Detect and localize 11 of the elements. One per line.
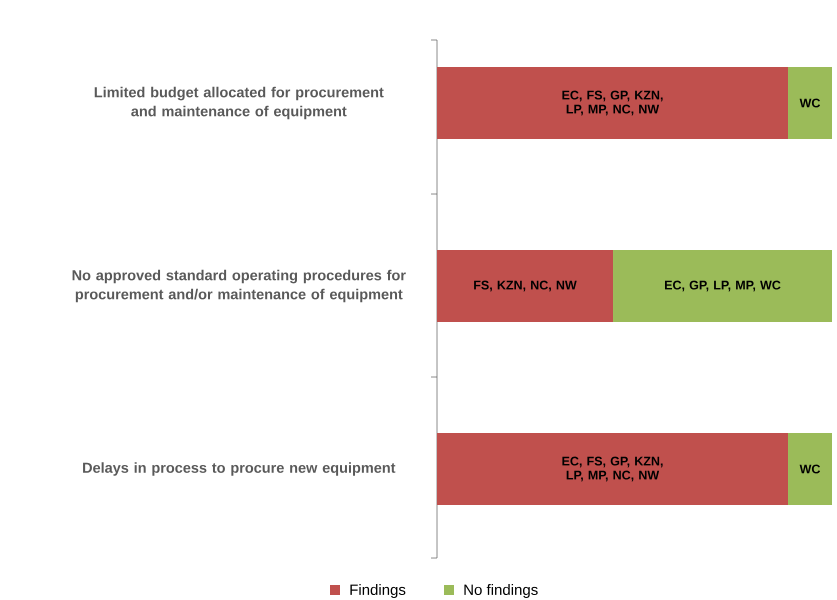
bar-segment: WC — [788, 67, 832, 139]
bar-segment: WC — [788, 433, 832, 505]
bar-segment: EC, FS, GP, KZN, LP, MP, NC, NW — [437, 67, 788, 139]
bar-segment: EC, FS, GP, KZN, LP, MP, NC, NW — [437, 433, 788, 505]
category-label: No approved standard operating procedures for procurement and/or maintenance of equipment — [72, 270, 406, 302]
bar-segment: EC, GP, LP, MP, WC — [613, 250, 832, 322]
category-label: Delays in process to procure new equipment — [83, 462, 396, 476]
legend-label: No findings — [464, 584, 538, 598]
legend-label: Findings — [350, 584, 406, 598]
bar-segment: FS, KZN, NC, NW — [437, 250, 613, 322]
category-label: Limited budget allocated for procurement and maintenance of equipment — [94, 86, 384, 120]
